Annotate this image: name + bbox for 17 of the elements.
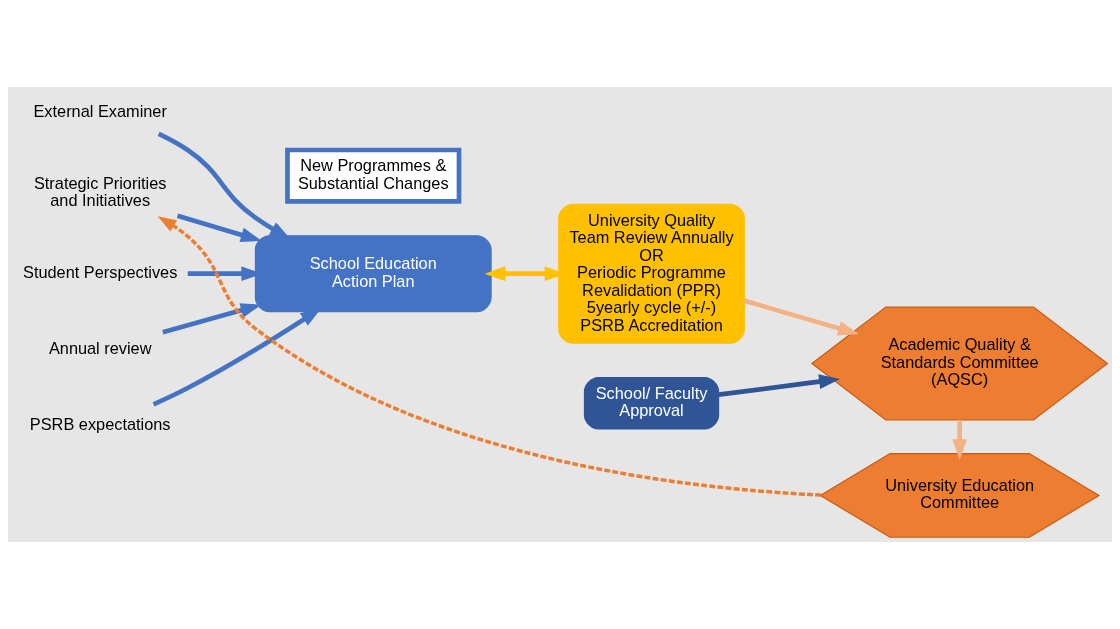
node-box: School/ Faculty Approval	[583, 376, 720, 430]
arrow	[176, 213, 262, 242]
node-box: School Education Action Plan	[254, 235, 492, 313]
node-text: Strategic Priorities and Initiatives	[33, 173, 167, 210]
arrow	[952, 419, 968, 461]
node-text: External Examiner	[33, 101, 167, 120]
arrow	[157, 131, 291, 240]
node-text: Annual review	[48, 338, 152, 357]
node-box: University Quality Team Review Annually OR Periodic Programme Revalidation (PPR) 5yearly cycle (+/-) PSRB Accreditation	[558, 203, 745, 344]
arrow	[162, 303, 262, 335]
node-text: Student Perspectives	[23, 263, 178, 282]
arrow	[152, 307, 322, 407]
arrow	[743, 298, 860, 336]
node-box: New Programmes & Substantial Changes	[285, 147, 462, 204]
arrow	[157, 216, 821, 497]
node-text: PSRB expectations	[29, 414, 171, 433]
arrow	[718, 374, 841, 397]
